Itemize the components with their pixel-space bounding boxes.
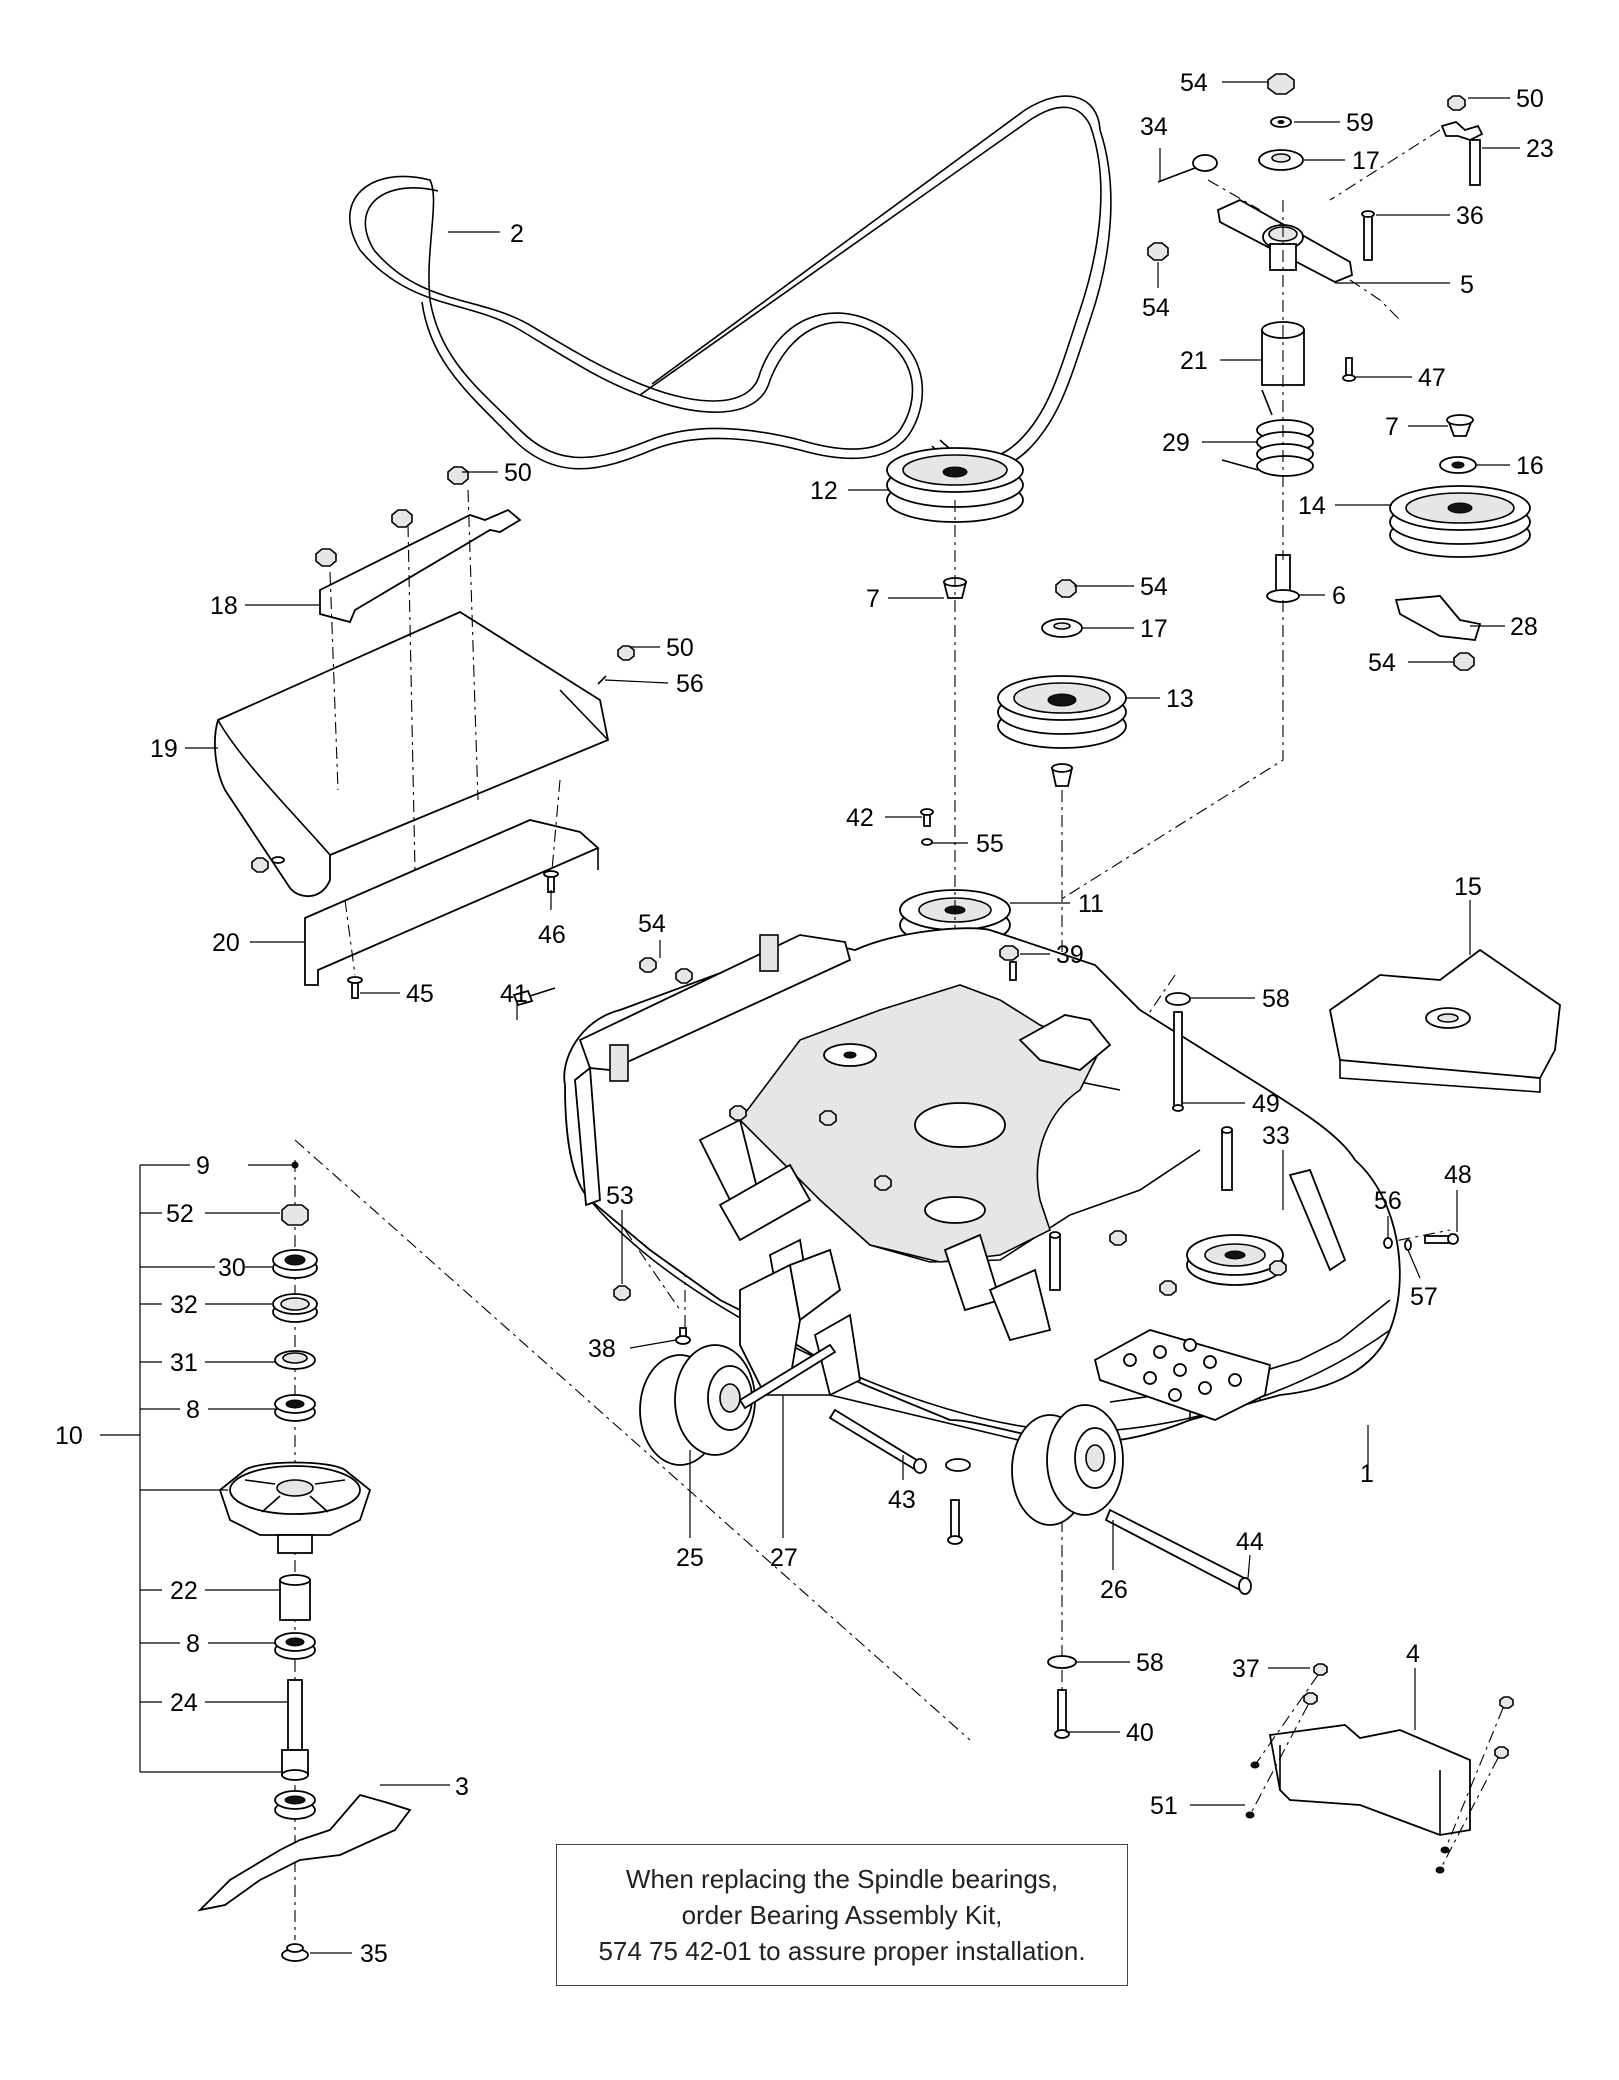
callout-24: 24 [170, 1689, 198, 1717]
callout-47: 47 [1418, 364, 1446, 392]
callout-50-cover: 50 [504, 459, 532, 487]
callout-12: 12 [810, 477, 838, 505]
callout-39: 39 [1056, 941, 1084, 969]
callout-26: 26 [1100, 1576, 1128, 1604]
callout-56-right: 56 [1374, 1187, 1402, 1215]
callout-21: 21 [1180, 347, 1208, 375]
idler-pulley-14 [1389, 485, 1531, 558]
callout-19: 19 [150, 735, 178, 763]
callout-35: 35 [360, 1940, 388, 1968]
callout-14: 14 [1298, 492, 1326, 520]
callout-57: 57 [1410, 1283, 1438, 1311]
callout-29: 29 [1162, 429, 1190, 457]
note-line-3: 574 75 42-01 to assure proper installati… [598, 1936, 1086, 1966]
callout-32: 32 [170, 1291, 198, 1319]
note-line-2: order Bearing Assembly Kit, [681, 1900, 1003, 1930]
callout-54-left-arm: 54 [1142, 294, 1170, 322]
callout-45: 45 [406, 980, 434, 1008]
callout-49: 49 [1252, 1090, 1280, 1118]
callout-54-bracket: 54 [1368, 649, 1396, 677]
bearing-kit-note: When replacing the Spindle bearings, ord… [556, 1844, 1128, 1986]
callout-40: 40 [1126, 1719, 1154, 1747]
callout-31: 31 [170, 1349, 198, 1377]
callout-6: 6 [1332, 582, 1346, 610]
callout-28: 28 [1510, 613, 1538, 641]
torsion-spring [1221, 389, 1314, 477]
callout-54-rail: 54 [638, 910, 666, 938]
callout-54-top: 54 [1180, 69, 1208, 97]
callout-33: 33 [1262, 1122, 1290, 1150]
callout-8-lower: 8 [186, 1630, 200, 1658]
callout-30: 30 [218, 1254, 246, 1282]
callout-54-center: 54 [1140, 573, 1168, 601]
callout-50-mid: 50 [666, 634, 694, 662]
callout-58-lower: 58 [1136, 1649, 1164, 1677]
callout-59: 59 [1346, 109, 1374, 137]
callout-51: 51 [1150, 1792, 1178, 1820]
note-line-1: When replacing the Spindle bearings, [625, 1864, 1059, 1894]
idler-arm-assembly [1147, 73, 1531, 671]
callout-53: 53 [606, 1182, 634, 1210]
callout-9: 9 [196, 1152, 210, 1180]
callout-55: 55 [976, 830, 1004, 858]
callout-23: 23 [1526, 135, 1554, 163]
leader-lines [100, 81, 1520, 1954]
callout-17-top: 17 [1352, 147, 1380, 175]
bracket-4 [1245, 1663, 1514, 1874]
belt-covers [214, 466, 635, 999]
callout-8-upper: 8 [186, 1396, 200, 1424]
drive-belt [349, 95, 1112, 471]
callout-17-center: 17 [1140, 615, 1168, 643]
gauge-wheels [639, 1343, 1252, 1595]
baffle-plate-15 [1329, 948, 1561, 1093]
callout-18: 18 [210, 592, 238, 620]
callout-2: 2 [510, 220, 524, 248]
center-pulley-stack [886, 447, 1127, 946]
callout-41: 41 [500, 980, 528, 1008]
callout-44: 44 [1236, 1528, 1264, 1556]
spindle-assembly [197, 1161, 412, 1962]
mower-deck-housing [512, 927, 1459, 1451]
callout-37: 37 [1232, 1655, 1260, 1683]
callout-25: 25 [676, 1544, 704, 1572]
callout-58-upper: 58 [1262, 985, 1290, 1013]
callout-46: 46 [538, 921, 566, 949]
callout-3: 3 [455, 1773, 469, 1801]
callout-36: 36 [1456, 202, 1484, 230]
callout-7-right: 7 [1385, 413, 1399, 441]
callout-5: 5 [1460, 271, 1474, 299]
callout-50-top-right: 50 [1516, 85, 1544, 113]
callout-52: 52 [166, 1200, 194, 1228]
callout-48: 48 [1444, 1161, 1472, 1189]
callout-20: 20 [212, 929, 240, 957]
callout-22: 22 [170, 1577, 198, 1605]
callout-11: 11 [1078, 890, 1104, 918]
callout-4: 4 [1406, 1640, 1420, 1668]
callout-7-center: 7 [866, 585, 880, 613]
callout-56-cover: 56 [676, 670, 704, 698]
callout-16: 16 [1516, 452, 1544, 480]
callout-42: 42 [846, 804, 874, 832]
callout-10: 10 [55, 1422, 83, 1450]
callout-43: 43 [888, 1486, 916, 1514]
callout-1: 1 [1360, 1460, 1374, 1488]
callout-15: 15 [1454, 873, 1482, 901]
washer-bolt-58-40 [1047, 1655, 1077, 1739]
callout-38: 38 [588, 1335, 616, 1363]
callout-labels: 1 2 3 4 5 6 7 7 8 8 9 10 11 12 13 14 15 … [55, 69, 1554, 1968]
callout-34: 34 [1140, 113, 1168, 141]
callout-13: 13 [1166, 685, 1194, 713]
callout-27: 27 [770, 1544, 798, 1572]
